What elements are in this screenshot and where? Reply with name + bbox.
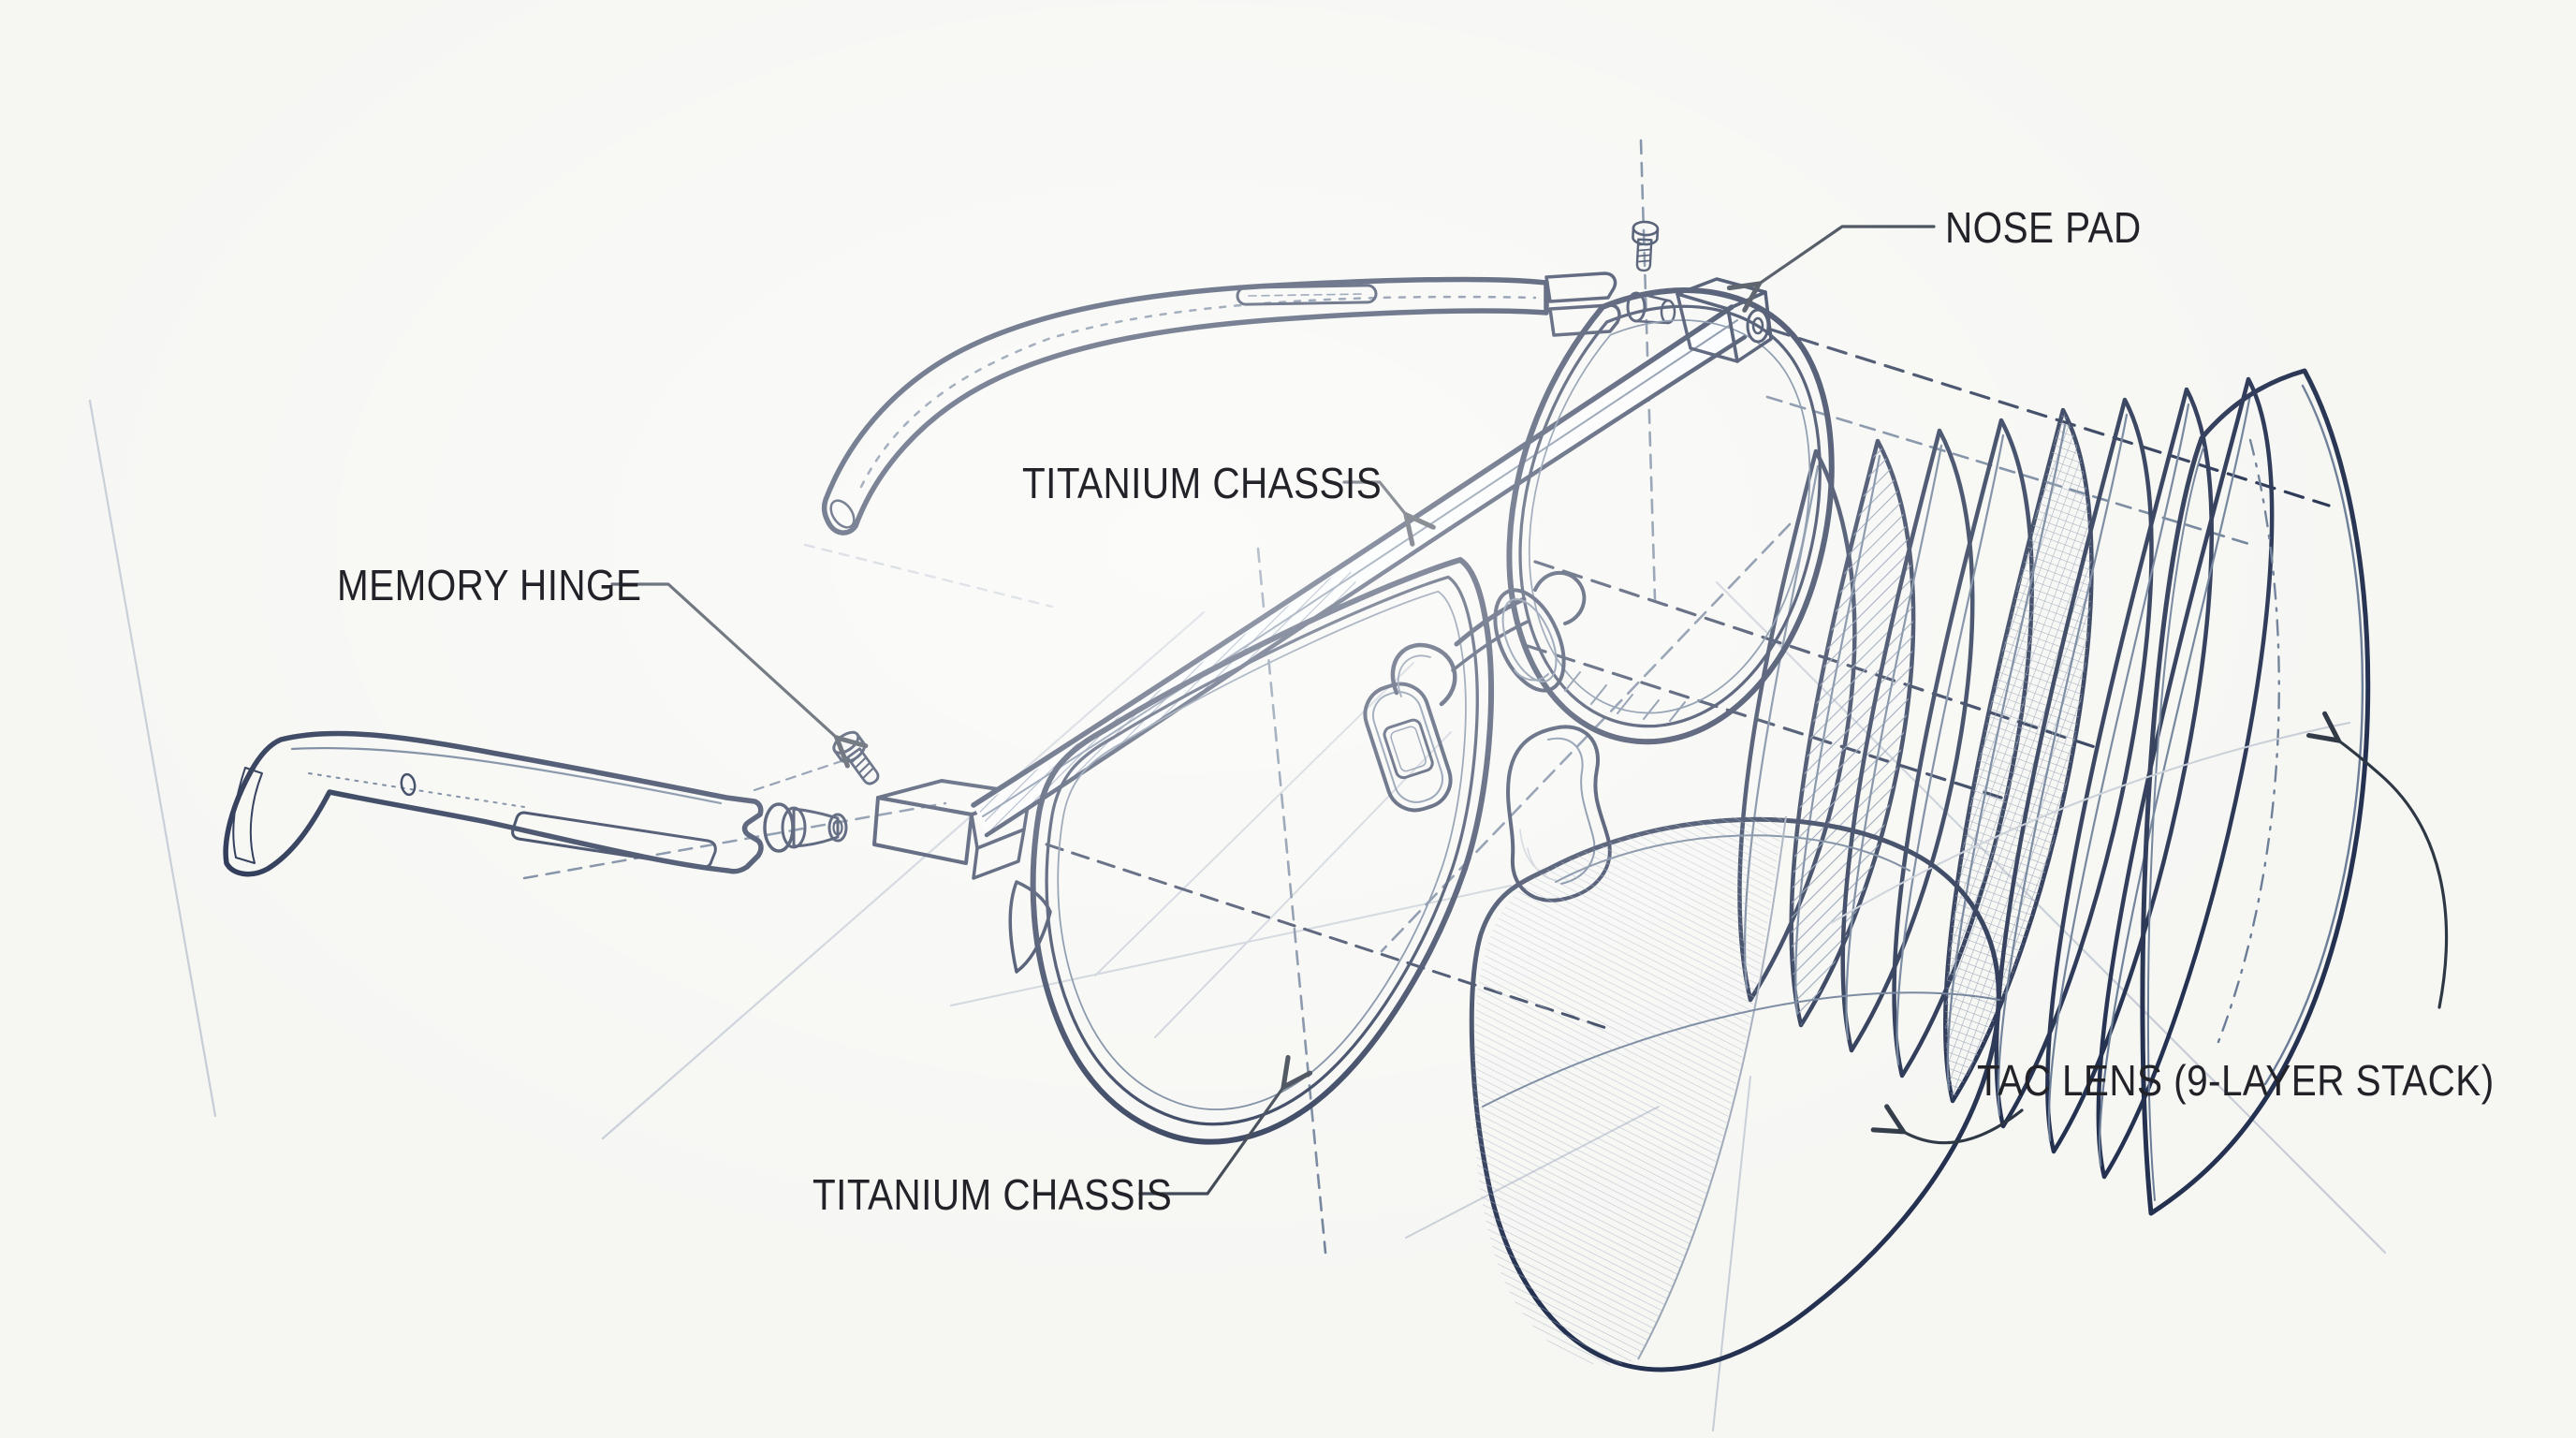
titanium-top-leader bbox=[1342, 480, 1436, 547]
temple-fork-prong bbox=[1544, 271, 1617, 303]
right-temple-arm bbox=[821, 271, 1676, 536]
nose-pad-arm bbox=[1533, 570, 1587, 625]
label-nose-pad: NOSE PAD bbox=[1945, 203, 2142, 252]
frame-front bbox=[971, 277, 1835, 1145]
lens-layer-9 bbox=[2140, 368, 2371, 1216]
nose-pad-left bbox=[1363, 682, 1453, 813]
frame-endpiece bbox=[872, 779, 1052, 974]
hinge-barrel bbox=[763, 802, 848, 853]
temple-slot bbox=[1236, 284, 1378, 306]
nose-pad-leader bbox=[1726, 225, 1936, 313]
memory-hinge-leader bbox=[610, 582, 869, 769]
top-hinge-screw bbox=[1632, 220, 1660, 272]
temple-tip bbox=[829, 499, 856, 529]
lens-layer-8 bbox=[2096, 376, 2275, 1180]
nose-pad-right bbox=[1493, 570, 1587, 693]
label-titanium-chassis-bottom: TITANIUM CHASSIS bbox=[812, 1170, 1173, 1219]
bridge bbox=[1454, 596, 1527, 647]
lens-layer-6 bbox=[1994, 397, 2154, 1129]
browbar bbox=[971, 304, 1734, 808]
left-temple-arm bbox=[223, 730, 764, 877]
tac-lens bbox=[1469, 815, 2001, 1372]
label-memory-hinge: MEMORY HINGE bbox=[337, 561, 642, 609]
ear-hook-hatch bbox=[232, 767, 263, 864]
tac-lens-arrow bbox=[1870, 1104, 2024, 1145]
temple-inlay-panel bbox=[511, 811, 717, 869]
lens-layer-7 bbox=[2045, 387, 2214, 1154]
stack-curved-arrow bbox=[2305, 711, 2449, 1009]
temple-pin bbox=[400, 772, 417, 797]
right-lens bbox=[1506, 287, 1835, 745]
endpiece-claw bbox=[1008, 880, 1052, 974]
label-titanium-chassis-top: TITANIUM CHASSIS bbox=[1022, 459, 1383, 507]
leader-lines bbox=[610, 225, 2449, 1196]
nose-pad-stud bbox=[1383, 718, 1434, 780]
lens-layer-3 bbox=[1840, 428, 1975, 1053]
titanium-bottom-leader bbox=[1138, 1054, 1313, 1196]
left-lens bbox=[1030, 557, 1495, 1145]
label-tac-lens-stack: TAC LENS (9-LAYER STACK) bbox=[1977, 1056, 2495, 1105]
nose-pad-arm bbox=[1390, 642, 1457, 707]
